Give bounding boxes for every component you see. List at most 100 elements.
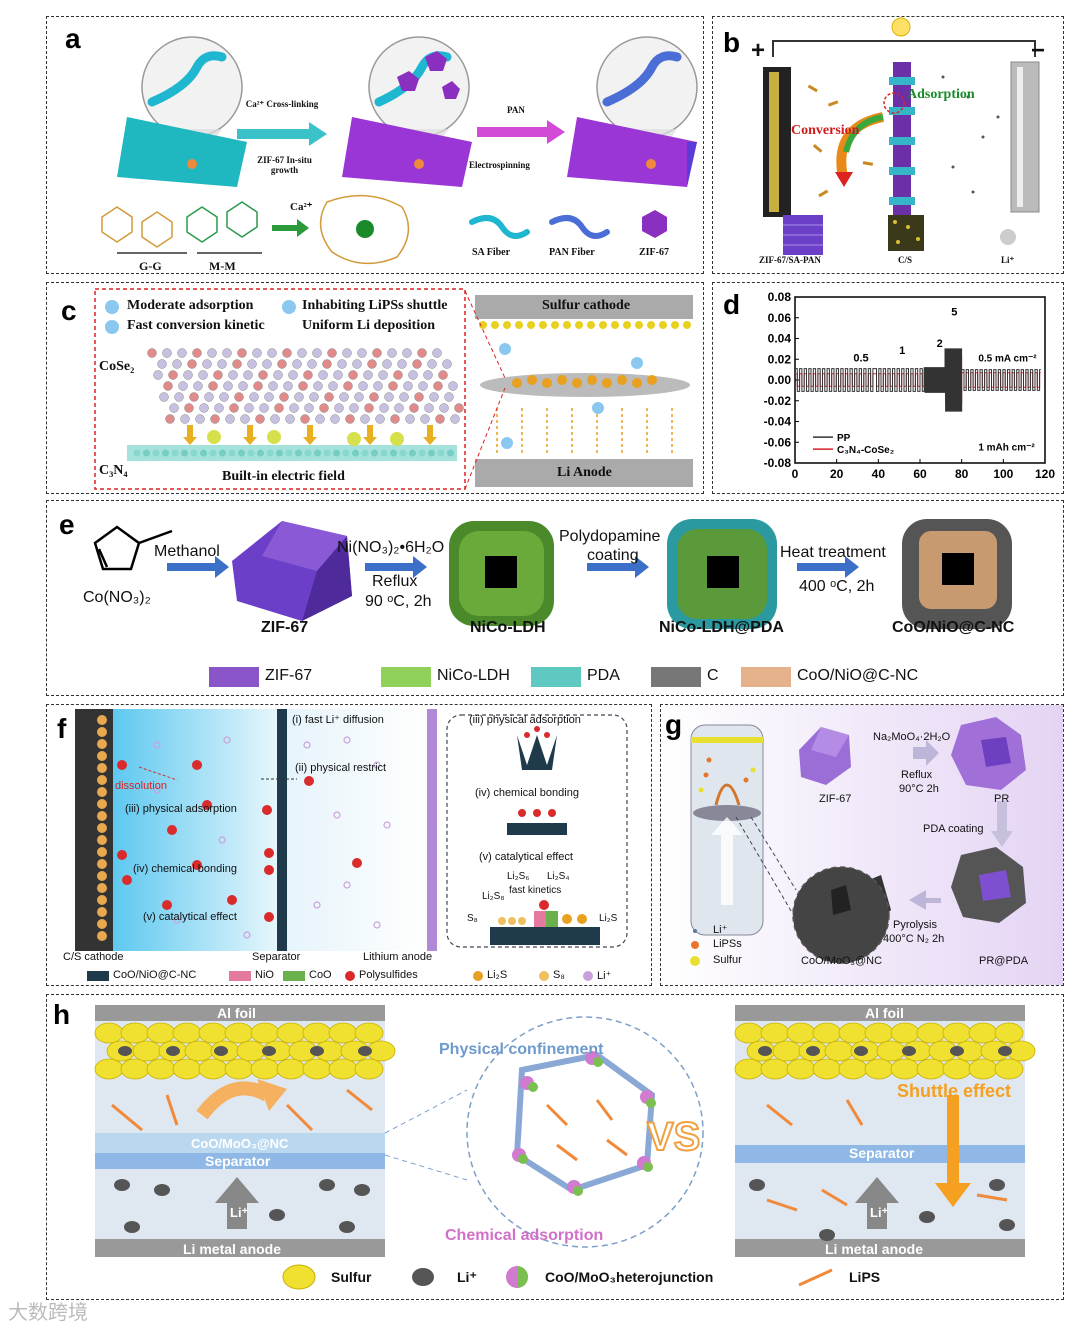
gg-label: G-G [139,259,162,273]
ca-crosslink-label: Ca²⁺ Cross-linking [245,99,319,109]
f-legend-label-1: NiO [255,969,274,981]
g-pda: PDA coating [923,823,984,835]
built-in-field-label: Built-in electric field [222,469,345,484]
f-legend-swatch-2 [283,971,305,981]
h-legend-het: CoO/MoO₃heterojunction [545,1269,714,1285]
f-li2s4: Li₂S₄ [547,871,570,882]
e-legend-label-1: NiCo-LDH [437,667,510,684]
h-li-left: Li⁺ [230,1205,249,1220]
g-pyrolysis: Pyrolysis [893,919,938,931]
g-legend-li: Li⁺ [713,924,728,936]
h-anode-left: Li metal anode [183,1241,282,1257]
f-legend-label-0: CoO/NiO@C-NC [113,969,197,981]
zif67-label: ZIF-67 [639,247,669,258]
f-legend-label-3: Polysulfides [359,969,418,981]
pan-label: PAN [507,105,525,115]
e-legend-label-2: PDA [587,667,620,684]
f-legend-swatch-1 [229,971,251,981]
f-legend-swatch-0 [87,971,109,981]
f-label-v: (v) catalytical effect [143,911,237,923]
f-legend-label-6: Li⁺ [597,970,612,982]
d-annotation-4: 0.5 mA cm⁻² [978,353,1037,364]
d-ytick-label-7: -0.06 [764,435,792,449]
f-label-iv: (iv) chemical bonding [133,863,237,875]
e-legend-swatch-3 [651,667,701,687]
cs-label: C/S [898,255,913,265]
zif67-product-label: ZIF-67 [261,619,309,636]
d-annotation-0: 0.5 [853,352,868,364]
h-vs: VS [646,1114,701,1160]
h-al-foil-right: Al foil [865,1005,904,1021]
d-legend-label-1: C₃N₄-CoSe₂ [837,445,894,456]
cond2-label: 400 ᵒC, 2h [799,578,875,595]
f-label-ii: (ii) physical restrict [295,762,387,774]
panel-h-illustration [94,1005,1036,1290]
f-li2s6: Li₂S₆ [507,871,530,882]
ni-no3-label: Ni(NO₃)₂•6H₂O [337,539,445,556]
f-label-iii: (iii) physical adsorption [125,803,237,815]
d-series-0 [795,348,1041,412]
g-legend-sulfur: Sulfur [713,954,742,966]
f-fast-kinetics: fast kinetics [509,885,562,896]
d-annotation-5: 1 mAh cm⁻² [978,443,1035,454]
e-legend-swatch-1 [381,667,431,687]
h-legend-lips: LiPS [849,1269,881,1285]
f-legend-swatch-6 [583,971,593,981]
panel-a: a [46,16,704,274]
e-legend-label-4: CoO/NiO@C-NC [797,667,919,684]
sulfur-cathode-label: Sulfur cathode [542,298,631,313]
panel-c-label: c [61,295,77,326]
sa-fiber-label: SA Fiber [472,247,511,258]
cono3-label: Co(NO₃)₂ [83,589,151,606]
f-legend-swatch-5 [539,971,549,981]
pda-coating-label-1: Polydopamine [559,528,661,545]
d-xtick-label-6: 120 [1035,467,1055,481]
heat-treatment-label: Heat treatment [780,544,886,561]
d-xtick-label-3: 60 [913,467,927,481]
h-separator-left: Separator [205,1153,271,1169]
final-product-label: CoO/NiO@C-NC [892,619,1015,636]
h-legend-sulfur: Sulfur [331,1269,372,1285]
f-legend-swatch-3 [345,971,355,981]
panel-e: e M [46,500,1064,696]
d-xtick-label-5: 100 [993,467,1013,481]
cond1-label: 90 ᵒC, 2h [365,593,432,610]
g-prpda: PR@PDA [979,955,1029,967]
h-coating: CoO/MoO₃@NC [191,1136,289,1151]
f-s8: S₈ [467,913,478,924]
electrospinning-label: Electrospinning [469,160,530,170]
panel-g: g ZIF-67 Na₂MoO₄·2H₂O Reflux 90°C 2h PR … [660,704,1064,986]
panel-c: c Moderate adsorption Inhabit [46,282,704,494]
watermark: 大数跨境 [8,1300,88,1324]
g-zif67: ZIF-67 [819,793,852,805]
feature-fast-conversion: Fast conversion kinetic [127,318,265,333]
li-label: Li⁺ [1001,255,1015,265]
g-cond1: 90°C 2h [899,783,939,795]
f-cs-cathode: C/S cathode [63,951,124,963]
pan-fiber-label: PAN Fiber [549,247,595,258]
panel-c-illustration [94,288,693,490]
panel-h: h Al foil [46,994,1064,1300]
mm-label: M-M [209,259,236,273]
panel-e-illustration [93,519,1012,629]
panel-d-label: d [723,289,741,320]
ldh-pda-product-label: NiCo-LDH@PDA [659,619,784,636]
f-legend-label-5: S₈ [553,969,565,981]
f-legend-swatch-4 [473,971,483,981]
g-final: CoO/MoO₃@NC [801,955,883,967]
f-box-v: (v) catalytical effect [479,851,573,863]
feature-inhibiting-shuttle: Inhabiting LiPSs shuttle [302,298,448,313]
adsorption-label: Adsorption [907,87,975,102]
panel-g-label: g [665,709,683,740]
panel-a-illustration [101,36,698,265]
d-annotation-3: 5 [951,307,957,319]
h-phys: Physical confinement [439,1041,604,1058]
feature-uniform-li: Uniform Li deposition [302,318,436,333]
d-ytick-label-1: 0.06 [768,311,792,325]
h-separator-right: Separator [849,1145,915,1161]
f-li2s8: Li₂S₈ [482,891,505,902]
d-xtick-label-0: 0 [792,467,799,481]
